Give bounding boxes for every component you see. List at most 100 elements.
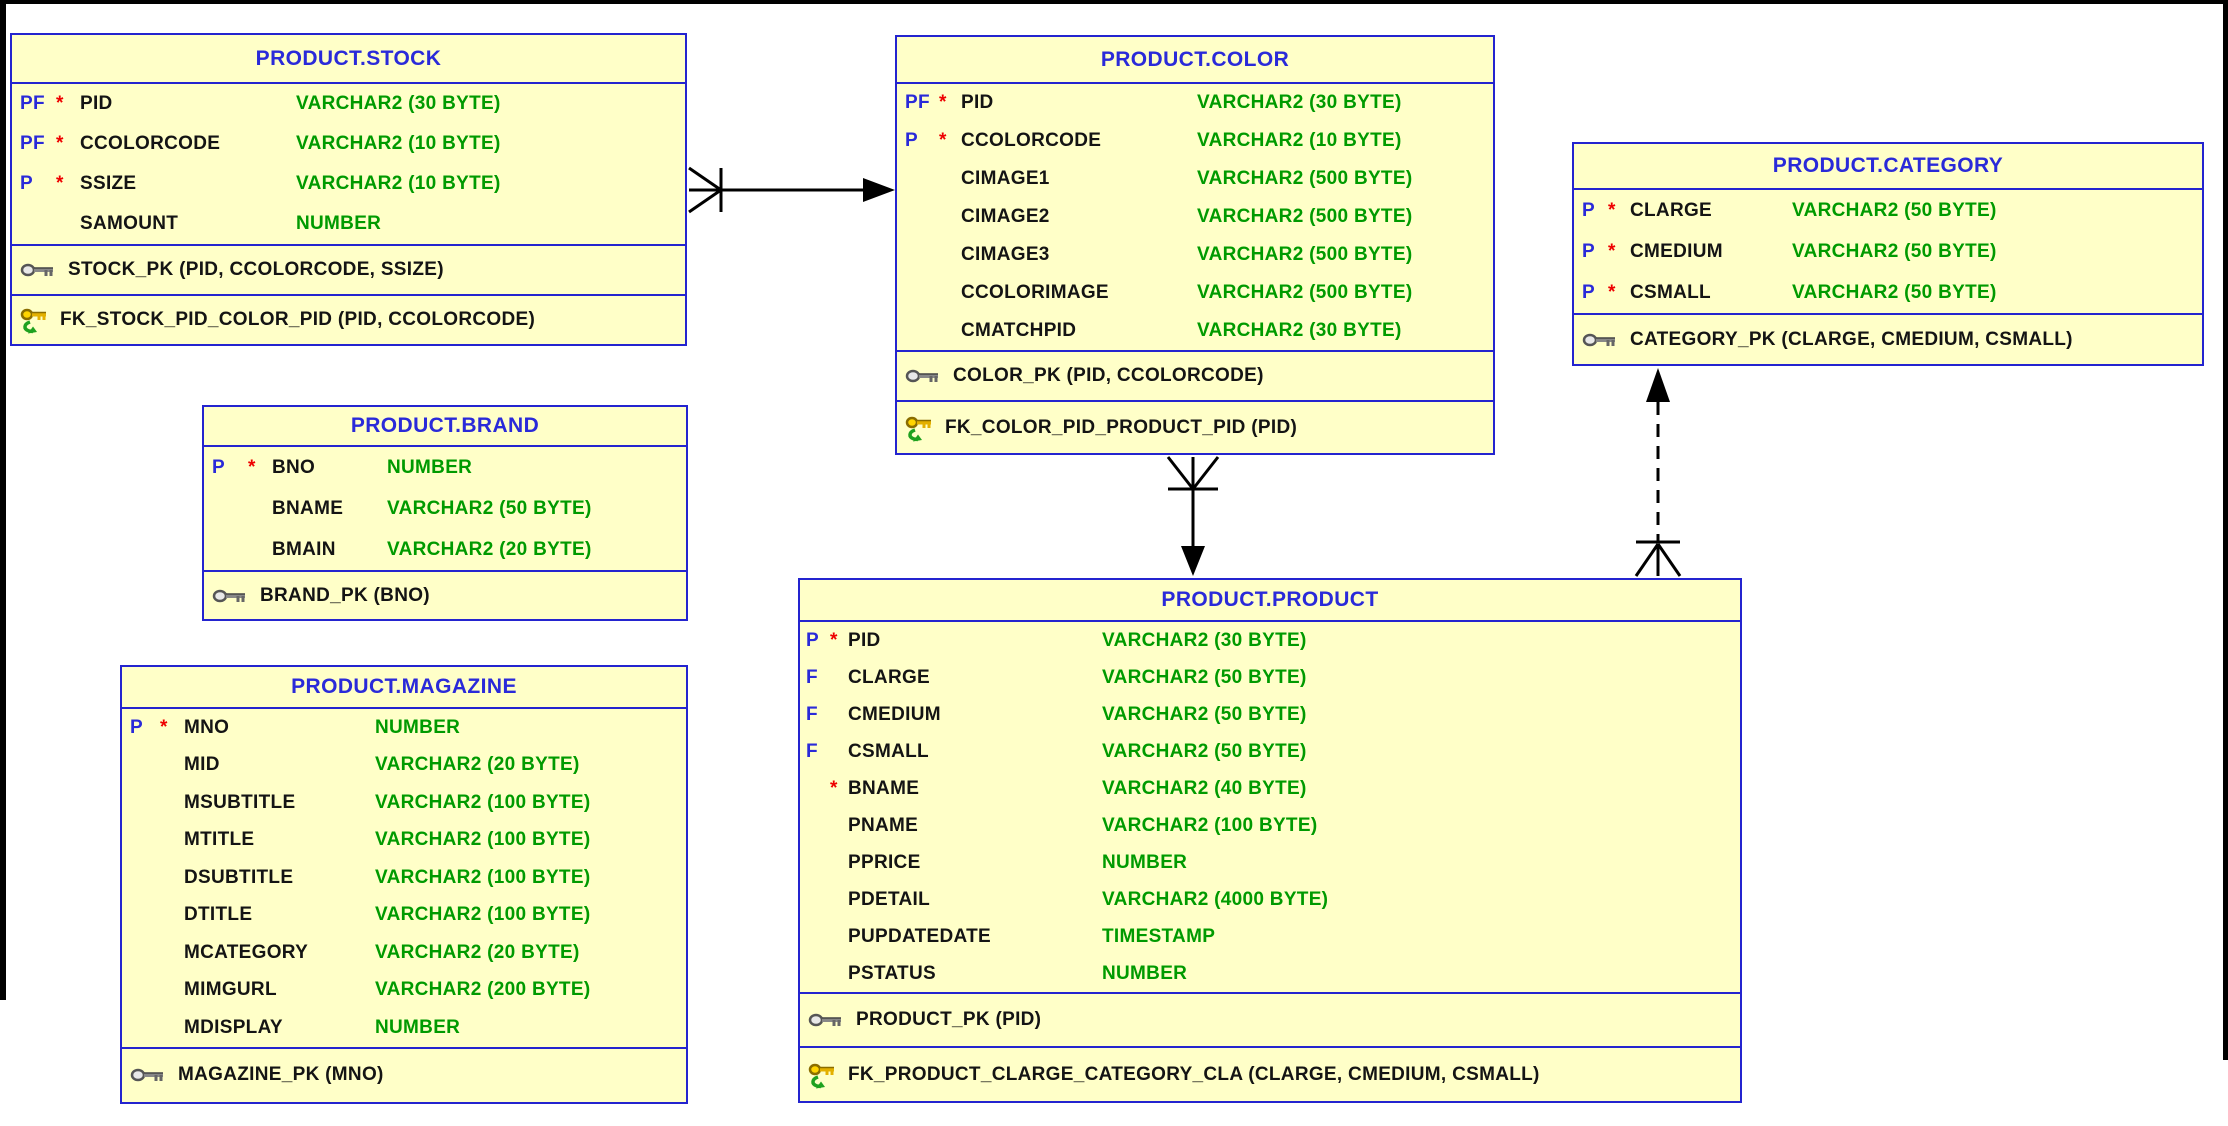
screenshot-frame-top bbox=[0, 0, 2228, 4]
primary-key-row: PRODUCT_PK (PID) bbox=[800, 992, 1740, 1046]
attribute-name: PSTATUS bbox=[848, 962, 936, 984]
primary-key-row: CATEGORY_PK (CLARGE, CMEDIUM, CSMALL) bbox=[1574, 313, 2202, 364]
primary-key-label: PRODUCT_PK (PID) bbox=[856, 1009, 1042, 1030]
entity-title: PRODUCT.PRODUCT bbox=[800, 580, 1740, 622]
key-marker: P bbox=[20, 173, 33, 194]
attribute-type: VARCHAR2 (100 BYTE) bbox=[375, 791, 591, 813]
attribute-name: MCATEGORY bbox=[184, 941, 309, 963]
attribute-row: BMAIN VARCHAR2 (20 BYTE) bbox=[204, 529, 686, 570]
relationship-color-product[interactable] bbox=[1160, 455, 1226, 578]
attribute-type: VARCHAR2 (100 BYTE) bbox=[1102, 814, 1318, 836]
attribute-name: MIMGURL bbox=[184, 979, 277, 1001]
attribute-type: VARCHAR2 (4000 BYTE) bbox=[1102, 888, 1329, 910]
attribute-type: VARCHAR2 (50 BYTE) bbox=[387, 497, 592, 519]
attribute-name: CIMAGE3 bbox=[961, 244, 1050, 265]
attribute-name: CCOLORCODE bbox=[961, 130, 1102, 151]
foreign-key-icon bbox=[808, 1063, 834, 1088]
attribute-name: CIMAGE1 bbox=[961, 168, 1050, 189]
attribute-row: * BNAME VARCHAR2 (40 BYTE) bbox=[800, 770, 1740, 807]
primary-key-icon bbox=[808, 1013, 841, 1027]
attribute-row: CIMAGE2 VARCHAR2 (500 BYTE) bbox=[897, 198, 1493, 236]
required-marker: * bbox=[160, 716, 168, 738]
required-marker: * bbox=[1608, 199, 1616, 221]
attribute-name: MDISPLAY bbox=[184, 1016, 283, 1038]
attribute-name: CMATCHPID bbox=[961, 320, 1077, 341]
foreign-key-icon bbox=[20, 308, 46, 334]
attribute-type: VARCHAR2 (500 BYTE) bbox=[1197, 206, 1413, 227]
attribute-type: VARCHAR2 (500 BYTE) bbox=[1197, 168, 1413, 189]
attribute-type: NUMBER bbox=[296, 213, 382, 234]
key-marker: P bbox=[905, 130, 918, 151]
primary-key-icon bbox=[20, 263, 53, 277]
attribute-name: DTITLE bbox=[184, 904, 253, 926]
attribute-type: NUMBER bbox=[1102, 851, 1188, 873]
foreign-key-label: FK_STOCK_PID_COLOR_PID (PID, CCOLORCODE) bbox=[60, 309, 536, 330]
attribute-type: VARCHAR2 (500 BYTE) bbox=[1197, 244, 1413, 265]
attribute-type: VARCHAR2 (50 BYTE) bbox=[1792, 199, 1997, 221]
key-marker: P bbox=[130, 716, 143, 738]
primary-key-label: MAGAZINE_PK (MNO) bbox=[178, 1064, 384, 1085]
foreign-key-label: FK_COLOR_PID_PRODUCT_PID (PID) bbox=[945, 416, 1298, 438]
attribute-type: NUMBER bbox=[387, 456, 473, 478]
attribute-name: PID bbox=[961, 92, 994, 113]
key-marker: P bbox=[1582, 199, 1595, 221]
attribute-name: CIMAGE2 bbox=[961, 206, 1050, 227]
foreign-key-row: FK_STOCK_PID_COLOR_PID (PID, CCOLORCODE) bbox=[12, 294, 685, 344]
key-marker: P bbox=[212, 456, 225, 478]
primary-key-icon bbox=[905, 369, 938, 383]
attribute-name: CSMALL bbox=[848, 740, 929, 762]
primary-key-label: STOCK_PK (PID, CCOLORCODE, SSIZE) bbox=[68, 259, 444, 280]
attribute-name: BMAIN bbox=[272, 538, 336, 560]
primary-key-label: CATEGORY_PK (CLARGE, CMEDIUM, CSMALL) bbox=[1630, 328, 2073, 350]
relationship-product-category[interactable] bbox=[1625, 366, 1691, 578]
attribute-name: CLARGE bbox=[848, 666, 931, 688]
attribute-name: BNAME bbox=[848, 777, 920, 799]
attribute-type: VARCHAR2 (20 BYTE) bbox=[375, 941, 580, 963]
primary-key-label: COLOR_PK (PID, CCOLORCODE) bbox=[953, 365, 1264, 386]
attribute-type: VARCHAR2 (50 BYTE) bbox=[1792, 240, 1997, 262]
required-marker: * bbox=[56, 173, 64, 194]
attribute-row: MCATEGORY VARCHAR2 (20 BYTE) bbox=[122, 934, 686, 972]
required-marker: * bbox=[830, 777, 838, 799]
attribute-type: VARCHAR2 (30 BYTE) bbox=[296, 93, 501, 114]
key-marker: P bbox=[806, 629, 819, 651]
relationship-stock-color[interactable] bbox=[687, 158, 897, 222]
attribute-name: CCOLORCODE bbox=[80, 133, 221, 154]
primary-key-icon bbox=[130, 1068, 163, 1082]
foreign-key-row: FK_PRODUCT_CLARGE_CATEGORY_CLA (CLARGE, … bbox=[800, 1046, 1740, 1101]
screenshot-frame-left bbox=[0, 0, 6, 1000]
attribute-type: VARCHAR2 (40 BYTE) bbox=[1102, 777, 1307, 799]
entity-title: PRODUCT.COLOR bbox=[897, 37, 1493, 84]
attribute-type: TIMESTAMP bbox=[1102, 925, 1216, 947]
attribute-name: SSIZE bbox=[80, 173, 137, 194]
attribute-type: VARCHAR2 (20 BYTE) bbox=[375, 754, 580, 776]
required-marker: * bbox=[248, 456, 256, 478]
primary-key-row: STOCK_PK (PID, CCOLORCODE, SSIZE) bbox=[12, 244, 685, 294]
attribute-type: VARCHAR2 (50 BYTE) bbox=[1102, 703, 1307, 725]
attribute-type: VARCHAR2 (20 BYTE) bbox=[387, 538, 592, 560]
